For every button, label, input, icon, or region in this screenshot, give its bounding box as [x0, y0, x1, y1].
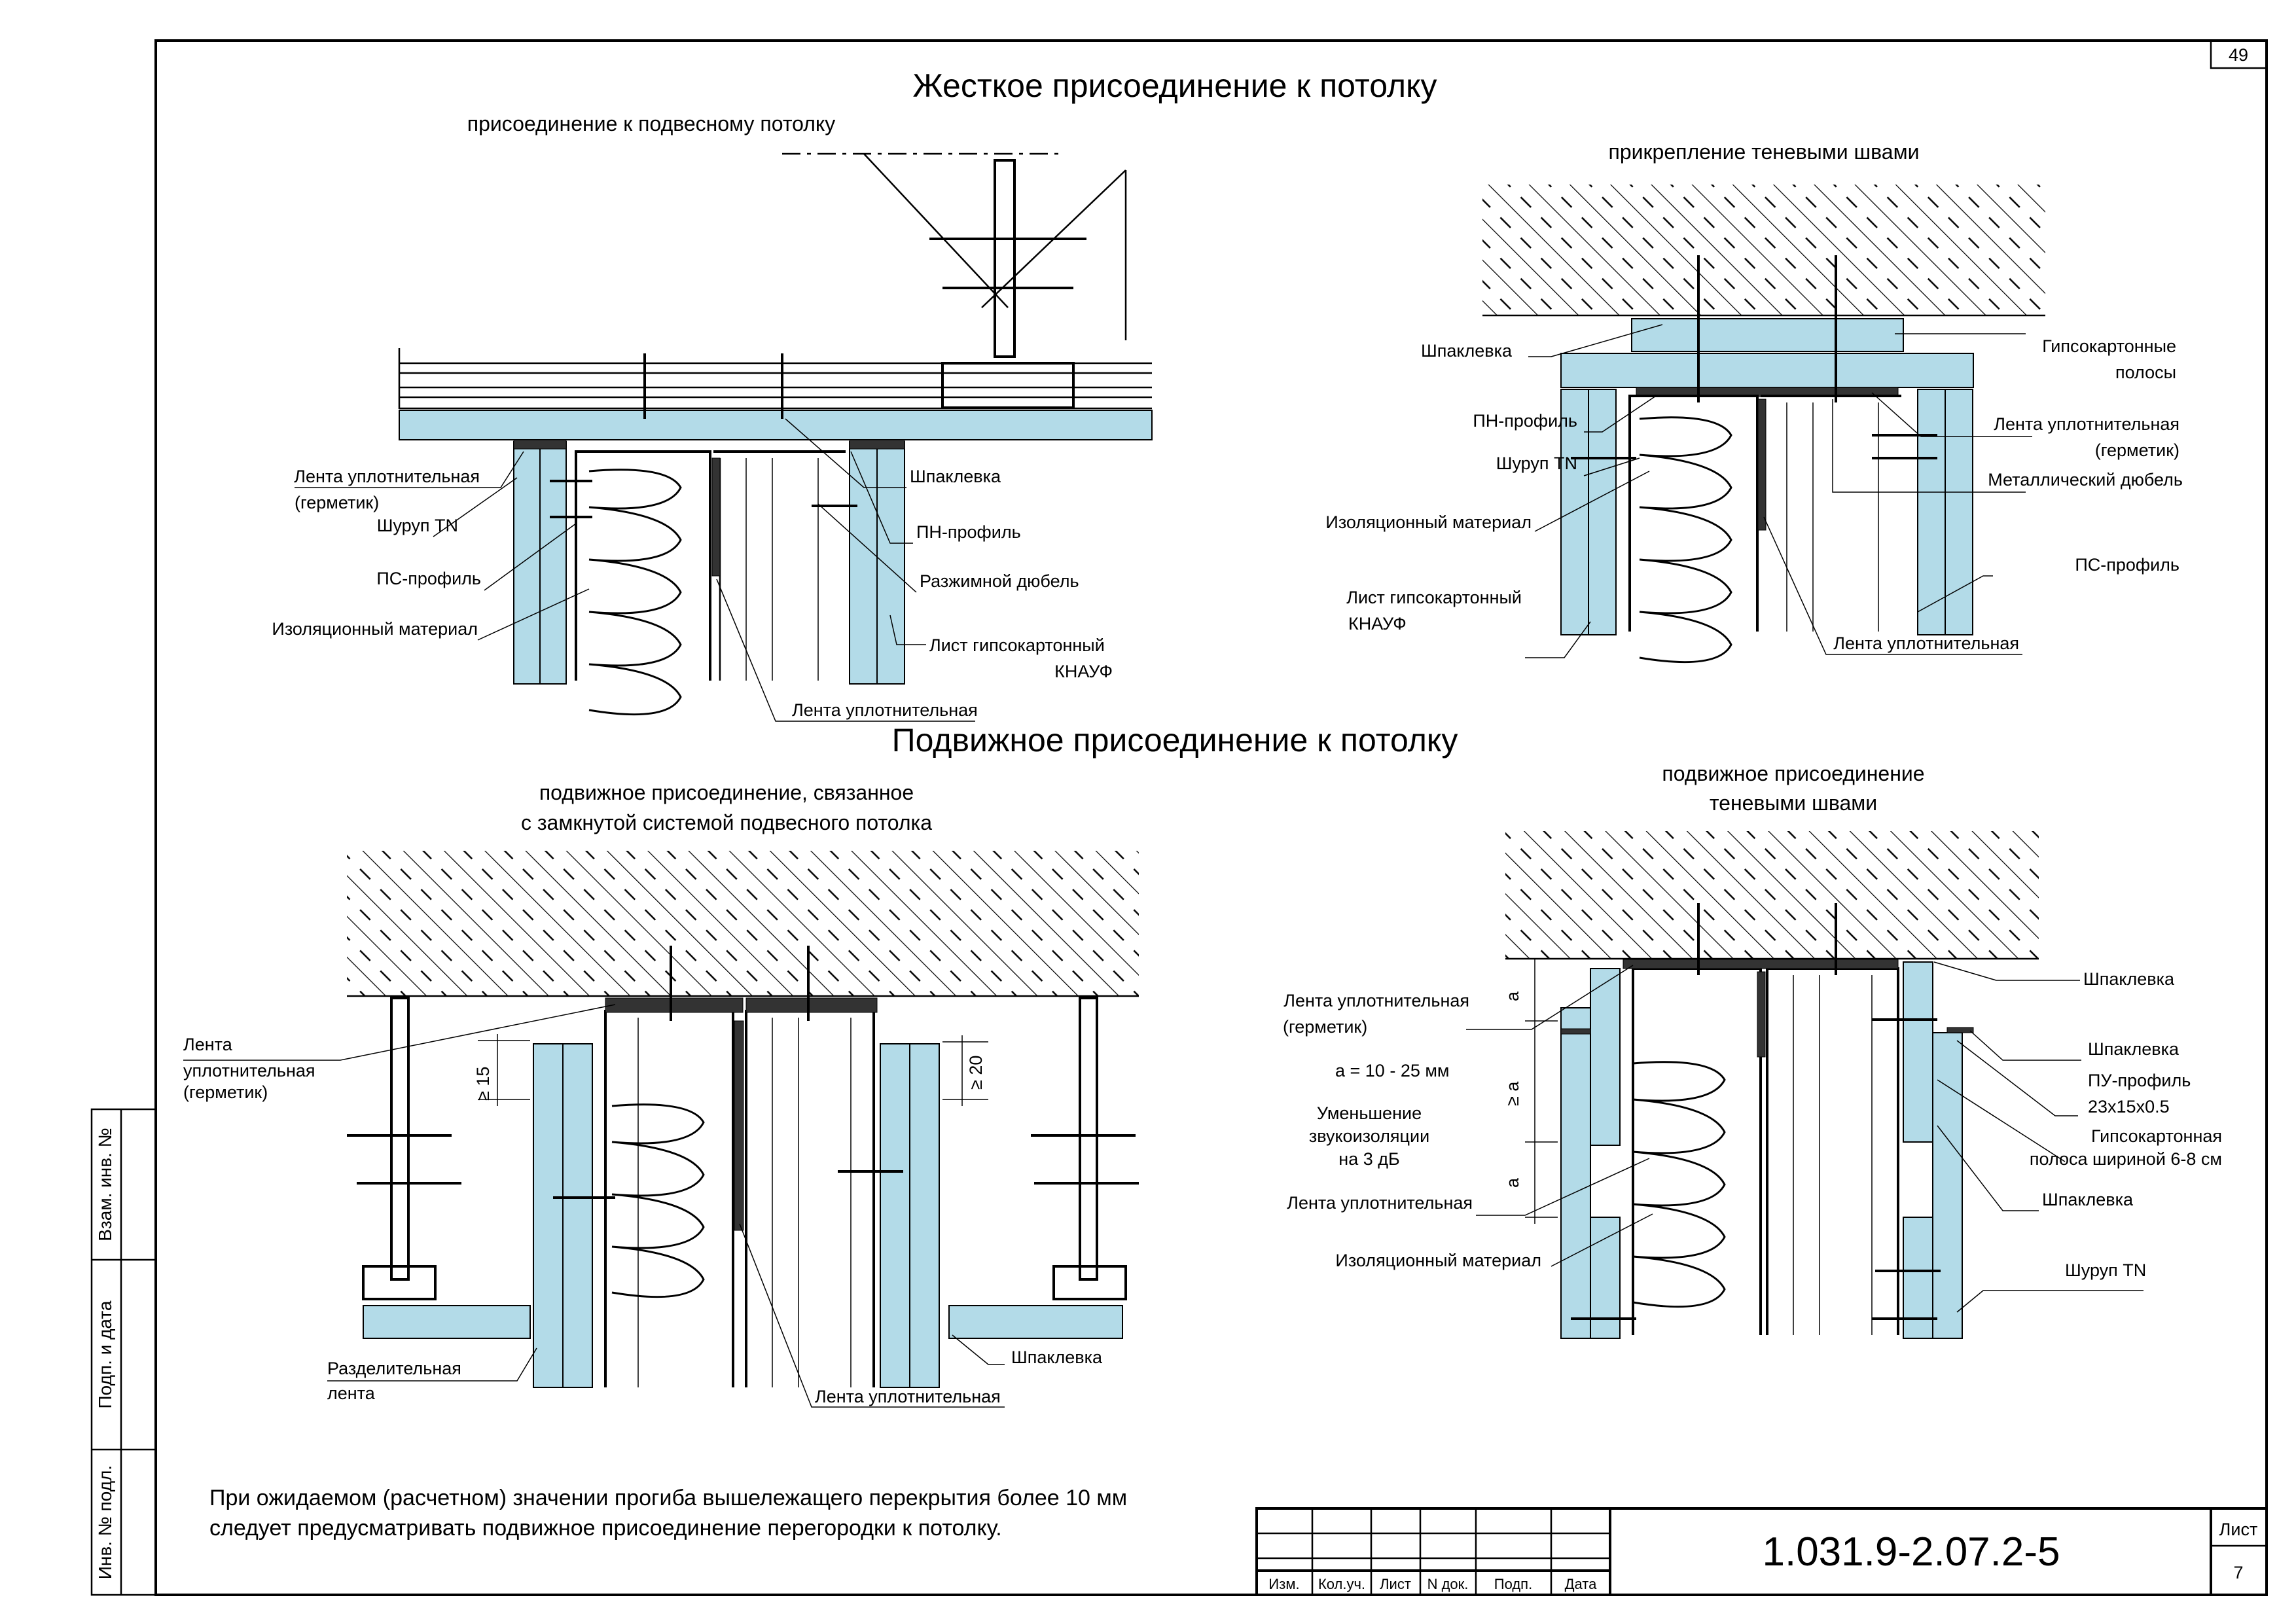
tb-col-kol: Кол.уч.	[1318, 1576, 1365, 1592]
tr-putty: Шпаклевка	[1421, 341, 1513, 361]
tl-tape-bottom: Лента уплотнительная	[792, 700, 978, 720]
tr-strips-l1: Гипсокартонные	[2042, 336, 2176, 356]
tl-ps-profile: ПС-профиль	[376, 569, 481, 588]
tl-dowel: Разжимной дюбель	[920, 571, 1079, 591]
caption-bl-l2: с замкнутой системой подвесного потолка	[521, 811, 932, 834]
doc-code: 1.031.9-2.07.2-5	[1762, 1529, 2060, 1575]
tl-tape-l1: Лента уплотнительная	[294, 467, 480, 486]
caption-tl: присоединение к подвесному потолку	[467, 112, 835, 135]
br-screw: Шуруп TN	[2065, 1260, 2146, 1280]
detail-movable-closed-system: подвижное присоединение, связанное с зам…	[183, 781, 1139, 1408]
tr-gypsum-l1: Лист гипсокартонный	[1346, 588, 1522, 607]
title-block: Изм. Кол.уч. Лист N док. Подп. Дата 1.03…	[1255, 1507, 2268, 1596]
caption-br-l1: подвижное присоединение	[1662, 762, 1924, 785]
tl-screw: Шуруп TN	[377, 516, 458, 535]
caption-br-l2: теневыми швами	[1710, 791, 1877, 815]
tr-tape-bottom: Лента уплотнительная	[1833, 633, 2019, 653]
tl-putty: Шпаклевка	[910, 467, 1001, 486]
br-reduce-l2: звукоизоляции	[1309, 1126, 1429, 1146]
tl-tape-l2: (герметик)	[295, 493, 379, 512]
tb-col-ndok: N док.	[1427, 1576, 1469, 1592]
tr-tape-l1: Лента уплотнительная	[1994, 414, 2179, 434]
tl-gypsum-l2: КНАУФ	[1054, 662, 1113, 681]
tb-col-list: Лист	[1380, 1576, 1411, 1592]
br-tape-l1: Лента уплотнительная	[1283, 991, 1469, 1010]
bl-putty: Шпаклевка	[1011, 1347, 1103, 1367]
detail-shadow-joints: прикрепление теневыми швами	[1325, 140, 2183, 664]
bl-dim-20: ≥ 20	[966, 1056, 986, 1090]
detail-movable-shadow-joints: подвижное присоединение теневыми швами	[1283, 762, 2222, 1339]
bl-tape-l1: Лента	[183, 1035, 233, 1054]
caption-bl-l1: подвижное присоединение, связанное	[539, 781, 914, 804]
br-dim-a1: a	[1503, 991, 1522, 1001]
tr-insulation: Изоляционный материал	[1325, 512, 1532, 532]
tr-screw: Шуруп TN	[1496, 454, 1577, 473]
title-rigid: Жесткое присоединение к потолку	[912, 67, 1437, 104]
frame: 49	[154, 39, 2268, 1596]
page-number: 49	[2229, 45, 2248, 65]
tr-tape-l2: (герметик)	[2095, 440, 2179, 460]
title-movable: Подвижное присоединение к потолку	[892, 722, 1458, 758]
side-stamp: Взам. инв. № Подп. и дата Инв. № подл.	[90, 1108, 157, 1596]
stamp-inv-podl: Инв. № подл.	[95, 1465, 115, 1579]
caption-tr: прикрепление теневыми швами	[1609, 140, 1920, 164]
tl-pn-profile: ПН-профиль	[916, 522, 1021, 542]
bl-tape-l2: уплотнительная	[183, 1061, 315, 1080]
tb-col-data: Дата	[1565, 1576, 1597, 1592]
note-line-2: следует предусматривать подвижное присое…	[209, 1516, 1002, 1541]
br-insulation: Изоляционный материал	[1335, 1251, 1541, 1270]
bl-dim-15: ≥ 15	[473, 1067, 493, 1101]
br-putty-top: Шпаклевка	[2083, 969, 2175, 989]
br-dim-a3: a	[1503, 1177, 1522, 1188]
br-strip-l1: Гипсокартонная	[2091, 1126, 2222, 1146]
br-a-range: a = 10 - 25 мм	[1335, 1061, 1449, 1080]
tr-ps-profile: ПС-профиль	[2075, 555, 2179, 575]
br-tape-mid: Лента уплотнительная	[1287, 1193, 1473, 1213]
tr-pn-profile: ПН-профиль	[1473, 411, 1577, 431]
tr-strips-l2: полосы	[2115, 363, 2176, 382]
detail-suspended-ceiling: присоединение к подвесному потолку	[272, 112, 1153, 722]
br-tape-l2: (герметик)	[1283, 1017, 1367, 1037]
note-line-1: При ожидаемом (расчетном) значении проги…	[209, 1486, 1127, 1510]
tb-col-podp: Подп.	[1494, 1576, 1532, 1592]
br-reduce-l1: Уменьшение	[1317, 1103, 1422, 1123]
bl-tape-l3: (герметик)	[183, 1082, 268, 1102]
br-reduce-l3: на 3 дБ	[1338, 1149, 1399, 1169]
br-pu-l2: 23x15x0.5	[2088, 1097, 2170, 1116]
sheet-label: Лист	[2219, 1520, 2258, 1539]
stamp-podp-data: Подп. и дата	[95, 1300, 115, 1408]
tr-gypsum-l2: КНАУФ	[1348, 614, 1407, 633]
stamp-vzam-inv: Взам. инв. №	[95, 1128, 115, 1241]
bl-sep-l1: Разделительная	[327, 1359, 461, 1378]
bl-tape-bottom: Лента уплотнительная	[815, 1387, 1001, 1406]
br-pu-l1: ПУ-профиль	[2088, 1071, 2191, 1090]
tr-metal-dowel: Металлический дюбель	[1988, 470, 2183, 490]
tb-col-izm: Изм.	[1268, 1576, 1299, 1592]
sheet-number: 7	[2233, 1563, 2243, 1582]
br-strip-l2: полоса шириной 6-8 см	[2030, 1149, 2222, 1169]
tl-gypsum-l1: Лист гипсокартонный	[929, 635, 1105, 655]
tl-insulation: Изоляционный материал	[272, 619, 478, 639]
br-putty-low: Шпаклевка	[2042, 1190, 2134, 1209]
br-dim-a2: ≥ a	[1503, 1081, 1522, 1106]
br-putty-mid: Шпаклевка	[2088, 1039, 2179, 1059]
bl-sep-l2: лента	[327, 1383, 376, 1403]
